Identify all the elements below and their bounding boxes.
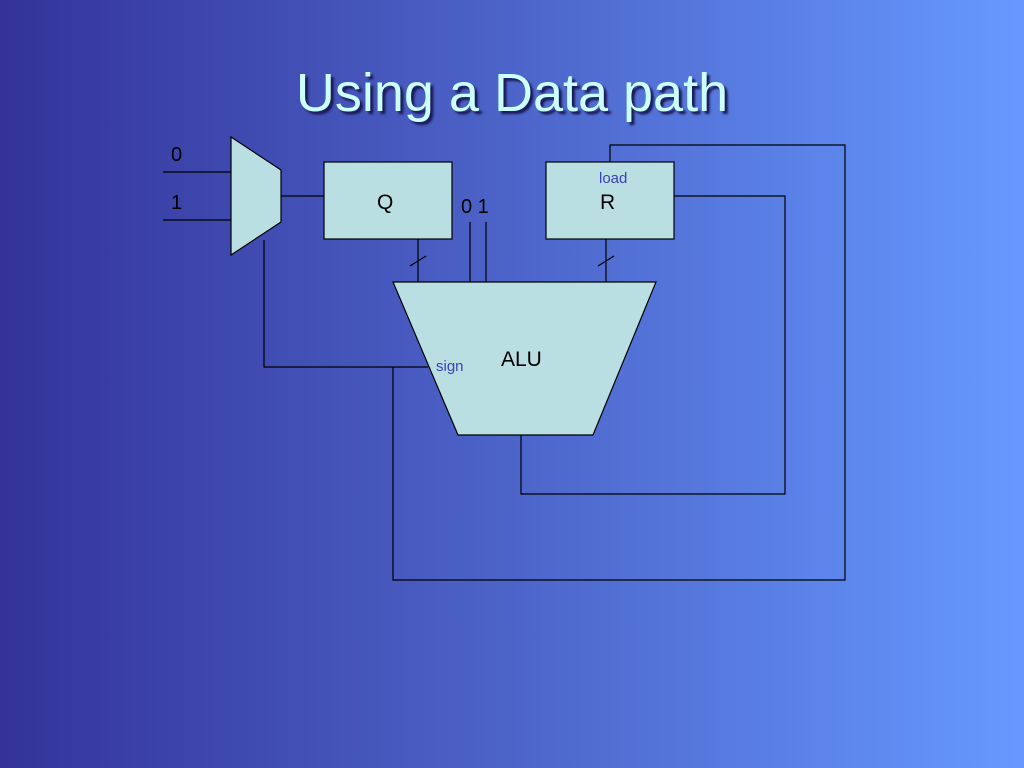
register-q <box>323 161 453 240</box>
multiplexer <box>230 135 282 257</box>
register-r-label: R <box>600 191 615 214</box>
mux-input-1-label: 1 <box>171 192 182 214</box>
alu-label: ALU <box>501 348 542 371</box>
register-q-label: Q <box>377 191 393 214</box>
alu <box>392 281 657 436</box>
outer-feedback-wire <box>392 144 846 581</box>
alu-constants-label: 0 1 <box>461 196 489 218</box>
mux-input-0-label: 0 <box>171 144 182 166</box>
load-control-label: load <box>599 170 627 187</box>
sign-flag-label: sign <box>436 358 464 375</box>
register-r <box>545 161 675 240</box>
r-bus-width-mark <box>597 255 615 267</box>
alu-output-to-r-wire <box>520 195 786 495</box>
slide-title: Using a Data path <box>295 63 729 123</box>
sign-to-mux-select-wire <box>263 240 428 368</box>
q-bus-width-mark <box>409 255 427 267</box>
